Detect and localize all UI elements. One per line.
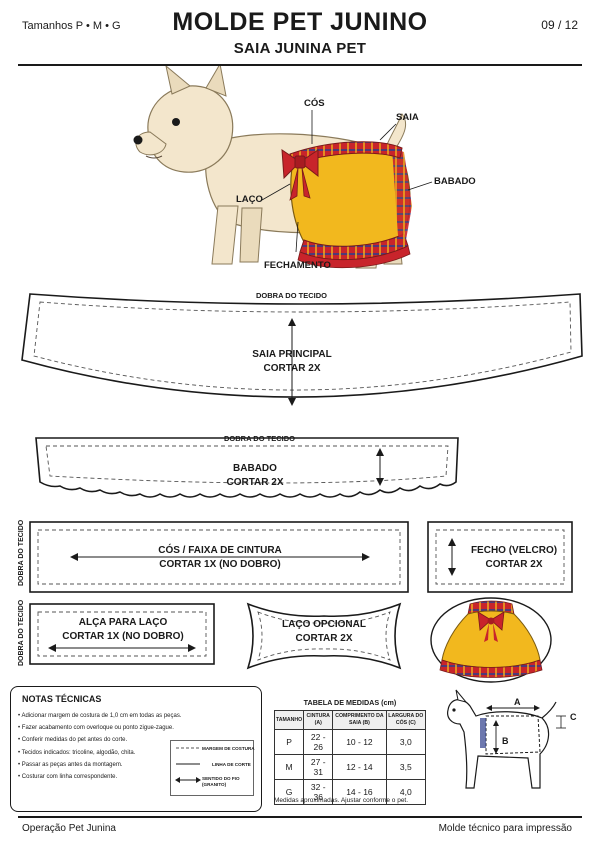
table-row: P 22 - 26 10 - 12 3,0 (273, 729, 427, 755)
footer-rule (18, 816, 582, 818)
dog-illustration (133, 66, 433, 269)
callout-laco: LAÇO (236, 194, 263, 205)
diagram-label-c: C (570, 712, 577, 722)
babado-pattern (35, 437, 459, 498)
table-cell: M (273, 754, 305, 780)
table-cell: G (273, 779, 305, 805)
saia-principal-fold-label: DOBRA DO TECIDO (256, 291, 327, 300)
table-cell: 12 - 14 (332, 754, 387, 780)
alca-pattern (29, 603, 215, 665)
callout-saia: SAIA (396, 112, 419, 123)
saia-principal-cut: CORTAR 2X (263, 363, 321, 374)
laco-cut: CORTAR 2X (295, 633, 353, 644)
alca-name: ALÇA PARA LAÇO CORTAR 1X (NO DOBRO) (50, 616, 196, 644)
sizes-label: Tamanhos P • M • G (22, 20, 121, 32)
babado-cut: CORTAR 2X (226, 477, 284, 488)
saia-principal-title: SAIA PRINCIPAL (252, 349, 332, 360)
cos-fold-label: DOBRA DO TECIDO (18, 519, 25, 586)
table-cell: 3,0 (385, 729, 427, 755)
alca-cut: CORTAR 1X (NO DOBRO) (62, 631, 184, 642)
legend-grain: SENTIDO DO FIO (GRANITO) (202, 776, 240, 787)
table-cell: 10 - 12 (332, 729, 387, 755)
measures-table: TAMANHO CINTURA (A) COMPRIMENTO DA SAIA … (273, 710, 427, 805)
fecho-pattern (427, 521, 573, 593)
list-item: • Conferir medidas do pet antes do corte… (18, 737, 128, 744)
laco-name: LAÇO OPCIONAL CORTAR 2X (268, 618, 380, 646)
notes-list: • Adicionar margem de costura de 1,0 cm … (18, 710, 182, 783)
babado-title: BABADO (233, 463, 277, 474)
list-item: • Passar as peças antes da montagem. (18, 761, 123, 768)
notes-panel (10, 686, 262, 812)
list-item: • Fazer acabamento com overloque ou pont… (18, 725, 174, 732)
col-header-band: LARGURA DO CÓS (C) (385, 710, 427, 730)
line-legend (170, 740, 254, 796)
laco-title: LAÇO OPCIONAL (282, 619, 366, 630)
measure-diagram (447, 689, 566, 789)
table-header-row: TAMANHO CINTURA (A) COMPRIMENTO DA SAIA … (273, 710, 427, 730)
notes-title: NOTAS TÉCNICAS (22, 694, 102, 704)
fecho-title: FECHO (VELCRO) (470, 545, 558, 556)
laco-pattern (246, 602, 402, 670)
legend-cut-line: LINHA DE CORTE (212, 762, 251, 767)
table-cell: 32 - 36 (303, 779, 334, 805)
table-row: M 27 - 31 12 - 14 3,5 (273, 754, 427, 780)
list-item: • Costurar com linha correspondente. (18, 774, 118, 781)
diagram-label-a: A (514, 697, 521, 707)
saia-principal-name: SAIA PRINCIPAL CORTAR 2X (230, 348, 354, 376)
page-subtitle: SAIA JUNINA PET (233, 40, 367, 57)
footer-brand: Operação Pet Junina (22, 823, 116, 834)
alca-title: ALÇA PARA LAÇO (78, 617, 168, 628)
table-cell: 4,0 (385, 779, 427, 805)
callout-babado: BABADO (434, 176, 476, 187)
page-number: 09 / 12 (541, 18, 578, 32)
callout-fechamento: FECHAMENTO (264, 260, 331, 271)
col-header-size: TAMANHO (273, 710, 305, 730)
cos-pattern (29, 521, 409, 593)
fecho-cut: CORTAR 2X (485, 559, 543, 570)
header-rule (18, 64, 582, 66)
saia-principal-pattern (21, 293, 583, 406)
table-row: G 32 - 36 14 - 16 4,0 (273, 779, 427, 805)
measures-note: Medidas aproximadas. Ajustar conforme o … (274, 797, 409, 804)
diagram-label-b: B (502, 736, 509, 746)
cos-title: CÓS / FAIXA DE CINTURA (158, 545, 282, 556)
table-cell: 22 - 26 (303, 729, 334, 755)
legend-seam-allowance: MARGEM DE COSTURA (202, 746, 255, 751)
table-cell: 27 - 31 (303, 754, 334, 780)
list-item: • Adicionar margem de costura de 1,0 cm … (18, 713, 182, 719)
col-header-length: COMPRIMENTO DA SAIA (B) (332, 710, 387, 730)
babado-fold-label: DOBRA DO TECIDO (224, 434, 295, 443)
cos-cut: CORTAR 1X (NO DOBRO) (159, 559, 281, 570)
callout-cos: CÓS (304, 98, 325, 109)
cos-name: CÓS / FAIXA DE CINTURA CORTAR 1X (NO DOB… (130, 544, 310, 572)
list-item: • Tecidos indicados: tricoline, algodão,… (18, 749, 136, 756)
skirt-illustration (430, 597, 552, 683)
fecho-name: FECHO (VELCRO) CORTAR 2X (458, 544, 570, 572)
footer-note: Molde técnico para impressão (438, 823, 572, 834)
legend-line-samples (175, 747, 201, 783)
page-title: MOLDE PET JUNINO (172, 8, 428, 36)
col-header-waist: CINTURA (A) (303, 710, 334, 730)
table-cell: 14 - 16 (332, 779, 387, 805)
table-cell: 3,5 (385, 754, 427, 780)
babado-name: BABADO CORTAR 2X (200, 462, 310, 490)
measures-title: TABELA DE MEDIDAS (cm) (303, 698, 397, 707)
alca-fold-label: DOBRA DO TECIDO (18, 599, 25, 666)
table-cell: P (273, 729, 305, 755)
